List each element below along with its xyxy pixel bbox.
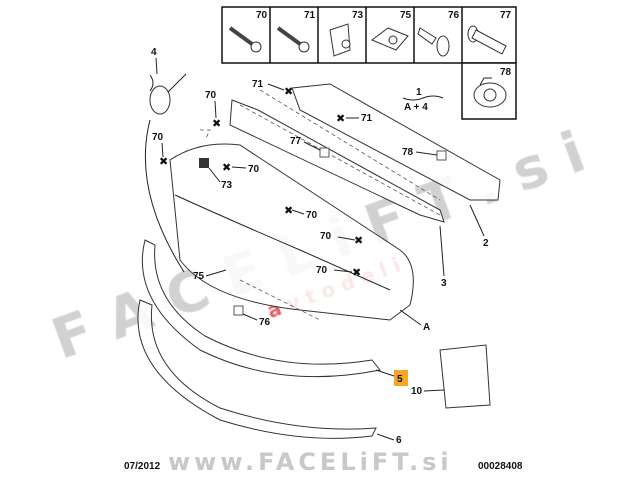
callout-70: 70: [306, 210, 318, 221]
screw-76: [233, 305, 244, 316]
push-clip-icon: [473, 77, 507, 108]
reinforcement-2: [291, 83, 501, 201]
callout-73: 73: [221, 180, 233, 191]
svg-text:✖: ✖: [222, 161, 231, 174]
callout-70: 70: [316, 265, 328, 276]
assembly-formula: A + 4: [404, 102, 428, 113]
bumper-beam-upper: [229, 99, 445, 223]
callout-78: 78: [402, 147, 414, 158]
callout-77: 77: [290, 136, 302, 147]
callout-71: 71: [361, 113, 373, 124]
footer-reference: 00028408: [478, 461, 523, 472]
callout-70: 70: [205, 90, 217, 101]
svg-text:✖: ✖: [284, 85, 293, 98]
legend-76-label: 76: [448, 10, 460, 21]
legend-78-label: 78: [500, 67, 512, 78]
fasteners-legend: 70 71 73 75 76 77 78: [221, 6, 517, 120]
svg-text:✖: ✖: [159, 155, 168, 168]
legend-75-label: 75: [400, 10, 412, 21]
trim-strip-5: [141, 239, 381, 378]
bumper-parts: [137, 73, 501, 439]
callout-75: 75: [193, 271, 205, 282]
callouts: 4 70 70 70 70 70 70 71 71 73 77 78 2 3 7…: [151, 47, 489, 446]
highlight-box: [394, 370, 408, 386]
callout-70: 70: [152, 132, 164, 143]
part-4-cap: [149, 74, 154, 92]
callout-3: 3: [441, 278, 447, 289]
watermark-bottom: www.FACELiFT.si: [168, 448, 453, 476]
clip-73: [199, 158, 209, 168]
svg-text:✖: ✖: [336, 112, 345, 125]
trim-strip-6: [137, 299, 377, 439]
callout-4: 4: [151, 47, 157, 58]
assembly-note: 1 A + 4: [402, 87, 444, 113]
svg-text:✖: ✖: [212, 117, 221, 130]
callout-71: 71: [252, 79, 264, 90]
clip-78: [436, 150, 447, 161]
svg-text:✖: ✖: [352, 266, 361, 279]
legend-70-label: 70: [256, 10, 268, 21]
assembly-number: 1: [416, 87, 422, 98]
callout-6: 6: [396, 435, 402, 446]
callout-5: 5: [397, 374, 403, 385]
bolt-markers: ✖ ✖ ✖ ✖ ✖ ✖ ✖ ✖: [159, 85, 363, 279]
callout-70: 70: [320, 231, 332, 242]
footer-date: 07/2012: [124, 461, 161, 472]
bracket-clip-icon: [371, 27, 409, 51]
tow-eye-cover: [149, 85, 171, 115]
screw-icon: [417, 27, 450, 57]
legend-77-label: 77: [500, 10, 512, 21]
legend-71-label: 71: [304, 10, 316, 21]
callout-76: 76: [259, 317, 271, 328]
svg-text:✖: ✖: [354, 234, 363, 247]
bolt-icon: [228, 26, 262, 53]
callout-10: 10: [411, 386, 423, 397]
bolt-icon: [276, 26, 310, 53]
legend-73-label: 73: [352, 10, 364, 21]
callout-A: A: [423, 322, 430, 333]
callout-2: 2: [483, 238, 489, 249]
bumper-shell-A: [169, 143, 414, 321]
clip-nut-icon: [329, 23, 351, 57]
rivet-77: [319, 147, 330, 158]
svg-text:✖: ✖: [284, 204, 293, 217]
rivet-icon: [467, 25, 507, 55]
clip-kit-10: [439, 344, 491, 409]
callout-70: 70: [248, 164, 260, 175]
